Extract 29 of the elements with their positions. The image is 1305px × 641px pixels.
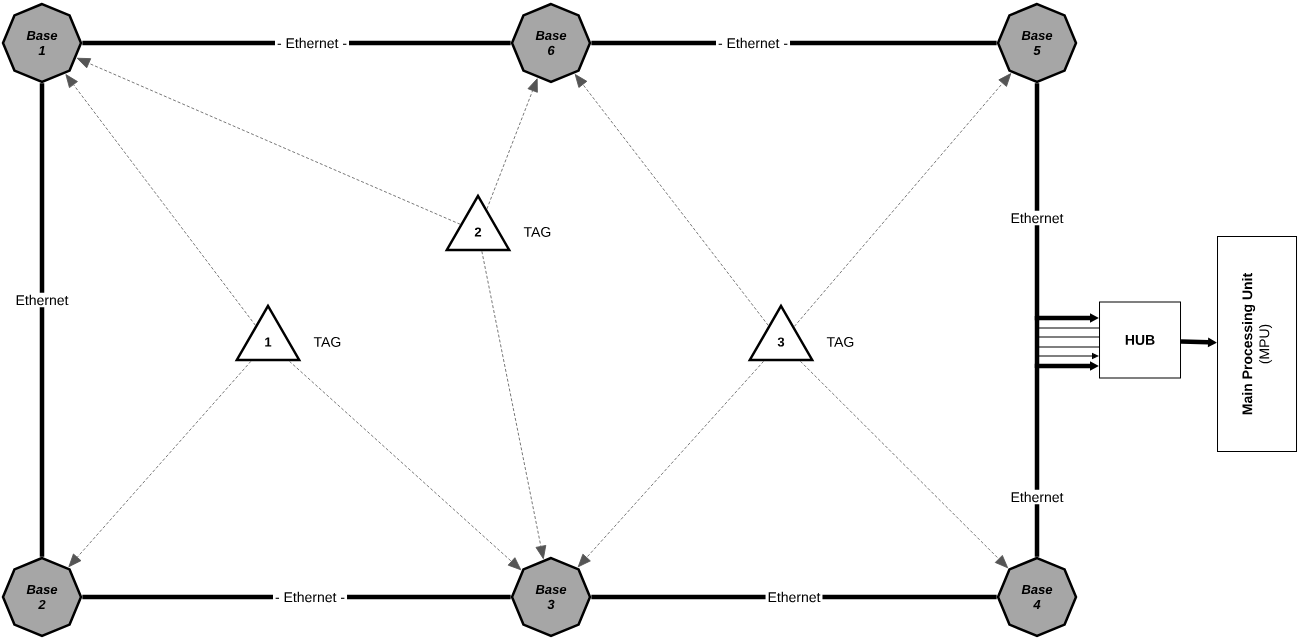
edge-label: Ethernet xyxy=(765,589,823,605)
signal-arrow xyxy=(68,360,252,568)
base-octagon: Base 4 xyxy=(996,556,1078,638)
base-octagon: Base 6 xyxy=(510,2,592,84)
ethernet-line xyxy=(39,83,45,557)
base-octagon: Base 2 xyxy=(1,556,83,638)
edge-label: - Ethernet - xyxy=(716,35,791,51)
tag-label: TAG xyxy=(313,337,341,347)
signal-arrow xyxy=(793,73,1012,327)
signal-arrow xyxy=(799,360,1009,569)
processing-unit-box: Main Processing Unit (MPU) xyxy=(1217,236,1297,452)
signal-arrow xyxy=(481,250,547,560)
edge-label: - Ethernet - xyxy=(275,35,349,51)
edge-label: - Ethernet - xyxy=(273,589,347,605)
tag-label: TAG xyxy=(523,227,551,237)
edge-label: Ethernet xyxy=(1008,210,1066,226)
signal-arrow xyxy=(65,74,256,326)
base-octagon: Base 5 xyxy=(996,2,1078,84)
base-octagon: Base 1 xyxy=(1,2,83,84)
signal-arrow xyxy=(76,57,461,225)
signal-arrow xyxy=(288,360,522,571)
edge-label: Ethernet xyxy=(13,292,71,308)
signal-arrow xyxy=(574,74,769,326)
signal-arrow xyxy=(577,360,765,568)
edge-label: Ethernet xyxy=(1008,489,1066,505)
base-octagon: Base 3 xyxy=(510,556,592,638)
signal-arrow xyxy=(486,78,538,210)
hub-box: HUB xyxy=(1099,301,1181,379)
tag-label: TAG xyxy=(826,337,854,347)
